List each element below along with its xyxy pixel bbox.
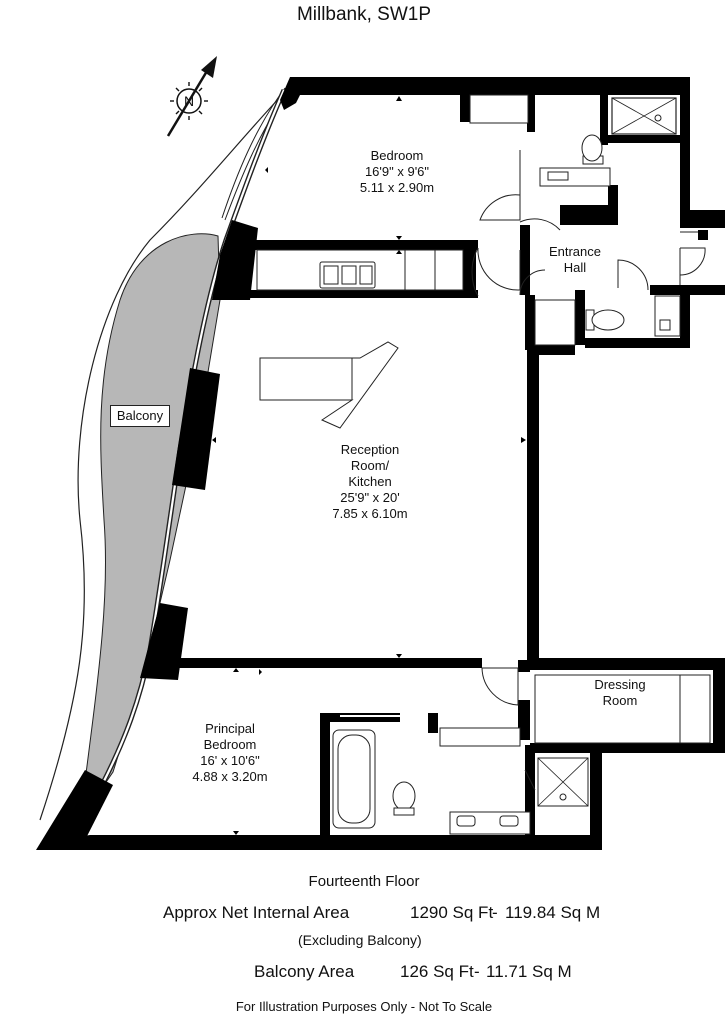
net-area-sqft: 1290 Sq Ft <box>410 903 494 922</box>
sink-icon <box>319 261 376 289</box>
room-name-line3: Kitchen <box>348 474 392 489</box>
balcony-area <box>79 233 221 821</box>
room-name-line2: Bedroom <box>203 737 257 752</box>
room-label-reception: Reception Room/ Kitchen 25'9" x 20' 7.85… <box>320 442 420 522</box>
excluding-balcony-note: (Excluding Balcony) <box>298 932 422 948</box>
floor-name: Fourteenth Floor <box>308 873 420 890</box>
room-name-line1: Dressing <box>594 677 646 692</box>
compass-letter: N <box>184 93 194 109</box>
wc-toilet-icon <box>585 309 625 331</box>
disclaimer: For Illustration Purposes Only - Not To … <box>235 999 493 1014</box>
room-label-bedroom: Bedroom 16'9" x 9'6" 5.11 x 2.90m <box>330 148 464 196</box>
room-metric: 4.88 x 3.20m <box>192 769 268 784</box>
room-name: Bedroom <box>370 148 424 163</box>
net-area-label: Approx Net Internal Area <box>163 903 350 922</box>
balcony-edge <box>39 94 283 821</box>
net-area-separator: - <box>492 903 498 922</box>
room-label-dressing-room: Dressing Room <box>580 677 660 709</box>
toilet-icon <box>581 134 604 165</box>
room-name-line2: Hall <box>563 260 587 275</box>
compass-icon: N <box>166 56 217 137</box>
room-imperial: 16' x 10'6" <box>200 753 260 768</box>
balcony-area-sqft: 126 Sq Ft <box>400 962 474 981</box>
page-title: Millbank, SW1P <box>296 4 432 25</box>
balcony-area-separator: - <box>474 962 480 981</box>
kitchen-island <box>259 341 399 429</box>
room-metric: 7.85 x 6.10m <box>332 506 408 521</box>
room-label-balcony: Balcony <box>110 405 170 427</box>
bathroom-toilet-icon <box>392 781 416 816</box>
room-name-line1: Entrance <box>548 244 602 259</box>
room-imperial: 16'9" x 9'6" <box>364 164 430 179</box>
walls <box>36 77 725 850</box>
balcony-area-label: Balcony Area <box>254 962 355 981</box>
room-name-line1: Reception <box>340 442 400 457</box>
room-name-line1: Principal <box>205 721 255 736</box>
room-label-entrance-hall: Entrance Hall <box>535 244 615 276</box>
room-name-line2: Room <box>602 693 638 708</box>
bath-icon <box>332 729 376 829</box>
room-imperial: 25'9" x 20' <box>340 490 400 505</box>
room-label-principal-bedroom: Principal Bedroom 16' x 10'6" 4.88 x 3.2… <box>180 721 280 785</box>
room-metric: 5.11 x 2.90m <box>359 180 435 195</box>
net-area-sqm: 119.84 Sq M <box>505 903 601 922</box>
room-name-line2: Room/ <box>350 458 390 473</box>
shower-icon <box>611 97 677 135</box>
balcony-area-sqm: 11.71 Sq M <box>486 962 572 981</box>
shower-tray-icon <box>537 757 589 807</box>
measure-markers <box>84 96 526 835</box>
